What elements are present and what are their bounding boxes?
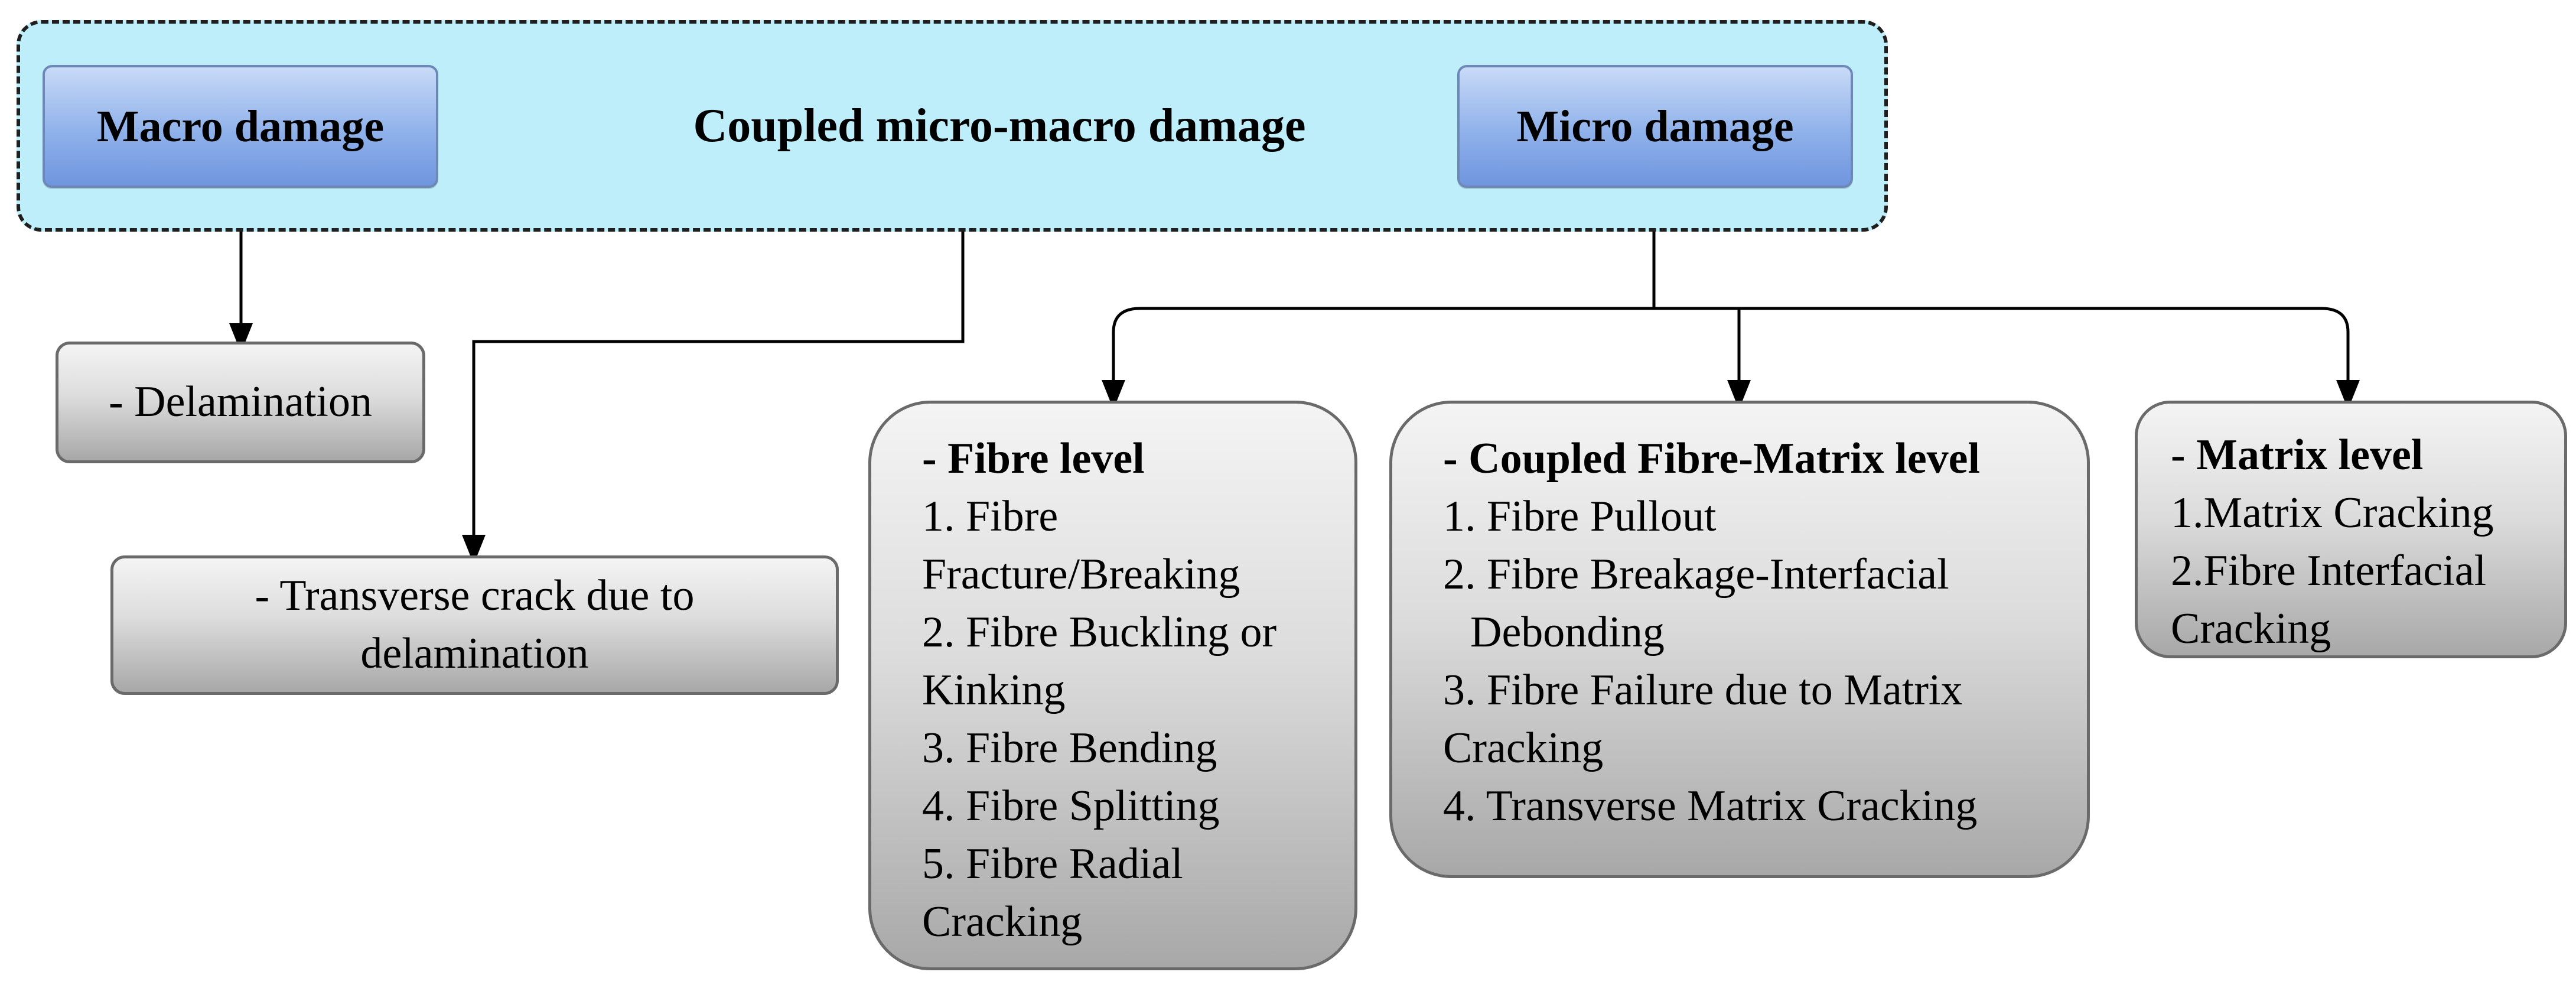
fibre-level-item: 2. Fibre Buckling or (922, 608, 1277, 656)
coupled-fibre-matrix-item: 2. Fibre Breakage-Interfacial (1443, 550, 1949, 599)
fibre-level-item: 1. Fibre (922, 492, 1059, 541)
fibre-level-item: 4. Fibre Splitting (922, 782, 1220, 830)
fibre-level-item: 5. Fibre Radial (922, 840, 1183, 888)
transverse-crack-line-2: delamination (360, 629, 589, 678)
transverse-crack-line-1: - Transverse crack due to (255, 571, 695, 620)
matrix-level-item: 1.Matrix Cracking (2171, 489, 2494, 537)
matrix-level-item: 2.Fibre Interfacial (2171, 547, 2487, 595)
coupled-fibre-matrix-item: Debonding (1470, 608, 1665, 656)
fibre-level-box: - Fibre level 1. Fibre Fracture/Breaking… (868, 401, 1357, 970)
fibre-level-item: Fracture/Breaking (922, 550, 1240, 599)
delamination-box: - Delamination (56, 342, 425, 463)
coupled-fibre-matrix-item: Cracking (1443, 724, 1604, 772)
delamination-label: - Delamination (109, 378, 372, 427)
fibre-level-item: 3. Fibre Bending (922, 724, 1217, 772)
macro-damage-box: Macro damage (43, 65, 438, 188)
coupled-fibre-matrix-item: 3. Fibre Failure due to Matrix (1443, 666, 1963, 714)
coupled-damage-title: Coupled micro-macro damage (693, 100, 1306, 152)
arrow-to-matrix-level (1654, 307, 2360, 410)
fibre-level-heading: - Fibre level (922, 434, 1145, 483)
transverse-crack-box: - Transverse crack due to delamination (110, 555, 839, 695)
matrix-level-heading: - Matrix level (2171, 431, 2424, 479)
micro-damage-box: Micro damage (1457, 65, 1853, 188)
coupled-fibre-matrix-heading: - Coupled Fibre-Matrix level (1443, 434, 1981, 483)
coupled-fibre-matrix-item: 1. Fibre Pullout (1443, 492, 1717, 541)
arrow-to-fibre-level (1102, 307, 1654, 410)
coupled-fibre-matrix-item: 4. Transverse Matrix Cracking (1443, 782, 1978, 830)
matrix-level-item: Cracking (2171, 604, 2331, 653)
fibre-level-item: Cracking (922, 898, 1083, 946)
matrix-level-box: - Matrix level 1.Matrix Cracking 2.Fibre… (2135, 401, 2567, 658)
coupled-fibre-matrix-box: - Coupled Fibre-Matrix level 1. Fibre Pu… (1389, 401, 2090, 878)
fibre-level-item: Kinking (922, 666, 1066, 714)
